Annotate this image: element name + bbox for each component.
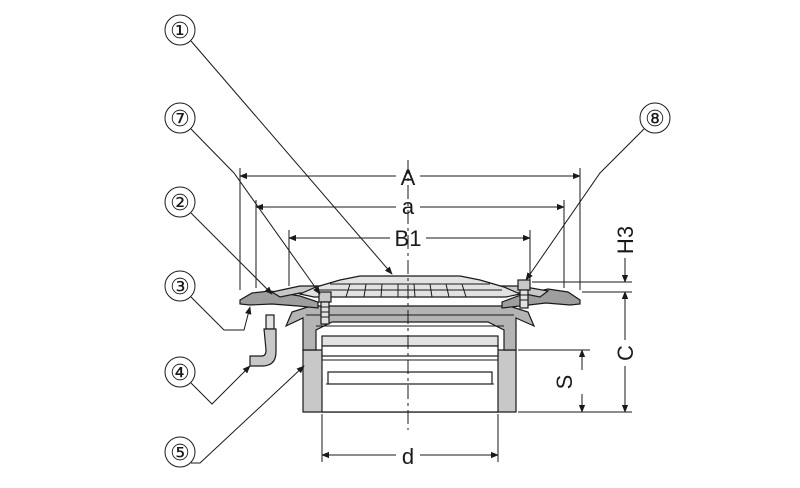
bolt-left	[318, 291, 332, 325]
dimension-d: d	[321, 414, 499, 469]
callout-8-label: ⑧	[645, 106, 665, 131]
callout-5-label: ⑤	[170, 440, 190, 465]
dimension-S-label: S	[552, 375, 577, 390]
callout-7: ⑦	[164, 102, 321, 295]
socket-ring-1	[321, 335, 499, 347]
socket-ring-3	[327, 371, 493, 385]
dimension-C-label: C	[613, 345, 638, 361]
callout-1-label: ①	[170, 18, 190, 43]
dimension-B1-label: B1	[395, 226, 422, 251]
bolt-right	[517, 279, 531, 309]
drain-body	[239, 285, 581, 413]
callout-1: ①	[164, 14, 393, 275]
callout-4: ④	[164, 356, 251, 405]
callout-8: ⑧	[525, 102, 671, 281]
grate-cover	[298, 275, 522, 298]
body-cone	[284, 305, 536, 351]
dimension-B1: B1	[288, 226, 531, 286]
callout-4-label: ④	[170, 360, 190, 385]
dimension-S: S	[518, 349, 590, 413]
dimension-a-label: a	[402, 194, 415, 219]
callout-3: ③	[164, 270, 252, 331]
dimension-H3: H3	[532, 226, 638, 310]
dimension-A: A	[239, 165, 581, 290]
callout-2-label: ②	[170, 190, 190, 215]
dimension-A-label: A	[401, 165, 416, 190]
callout-2: ②	[164, 186, 273, 295]
callout-7-label: ⑦	[170, 106, 190, 131]
side-drain-pipe	[249, 314, 277, 367]
socket-ring-2	[321, 345, 499, 357]
dimension-a: a	[255, 194, 565, 288]
flange-left	[239, 290, 319, 309]
callout-3-label: ③	[170, 274, 190, 299]
dimension-C: C	[518, 291, 638, 413]
grate-dome	[298, 275, 522, 298]
callout-5: ⑤	[164, 365, 305, 468]
dimension-H3-label: H3	[613, 226, 638, 254]
dimension-d-label: d	[402, 444, 414, 469]
grate-slots	[345, 283, 467, 298]
